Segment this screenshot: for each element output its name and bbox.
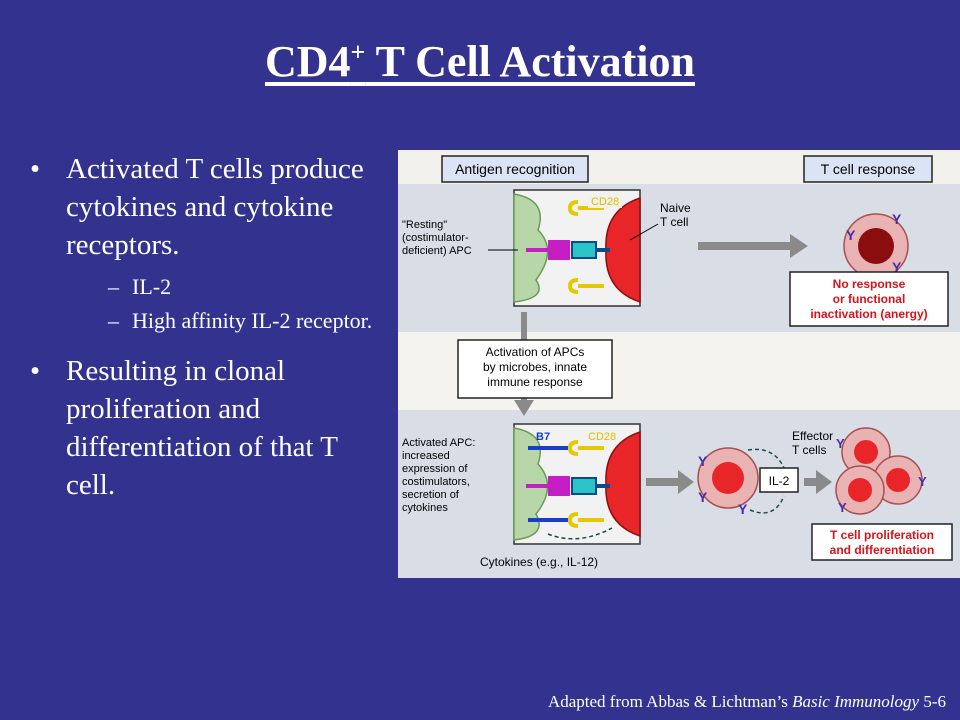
svg-text:Y: Y [738, 501, 748, 517]
svg-text:Y: Y [698, 453, 708, 469]
slide-title: CD4+ T Cell Activation [264, 37, 695, 86]
svg-text:Y: Y [892, 211, 902, 227]
bullet-item: •Resulting in clonal proliferation and d… [30, 355, 338, 501]
activated-apc-label: Activated APC: [402, 437, 475, 449]
svg-text:Y: Y [698, 489, 708, 505]
svg-text:Y: Y [838, 500, 847, 515]
svg-text:T cell proliferation: T cell proliferation [830, 528, 934, 542]
bullet-item: •Activated T cells produce cytokines and… [30, 153, 364, 261]
resting-apc-label: "Resting" [402, 219, 447, 231]
svg-text:T cells: T cells [792, 443, 826, 457]
source-credit: Adapted from Abbas & Lichtman’s Basic Im… [547, 692, 946, 711]
response-arrow [698, 234, 808, 258]
svg-text:increased: increased [402, 450, 450, 462]
svg-text:immune response: immune response [487, 375, 583, 389]
cytokine-path [547, 527, 613, 540]
tcr-complex [571, 241, 597, 259]
sub-bullet-item: –IL-2 [108, 274, 172, 299]
svg-text:Y: Y [892, 259, 902, 275]
sub-bullet-item: –High affinity IL-2 receptor. [108, 308, 373, 333]
effector-cells-label: Effector [792, 429, 833, 443]
svg-text:Y: Y [918, 474, 927, 489]
svg-text:and differentiation: and differentiation [830, 543, 935, 557]
cytokines-label: Cytokines (e.g., IL-12) [480, 555, 598, 569]
svg-text:secretion of: secretion of [402, 489, 460, 501]
header-right-label: T cell response [821, 161, 916, 177]
apc-activation-box [457, 339, 613, 399]
header-antigen-recognition [441, 155, 589, 183]
svg-text:Y: Y [836, 436, 845, 451]
svg-text:or functional: or functional [833, 292, 906, 306]
svg-text:costimulators,: costimulators, [402, 476, 470, 488]
il2-label: IL-2 [769, 474, 790, 488]
svg-text:Activation of APCs: Activation of APCs [486, 345, 585, 359]
proliferation-box [811, 523, 953, 561]
header-left-label: Antigen recognition [455, 161, 575, 177]
activation-diagram: Antigen recognition T cell response CD28… [398, 150, 960, 578]
cd28-label: CD28 [591, 196, 619, 208]
svg-text:T cell: T cell [660, 215, 688, 229]
svg-text:No response: No response [833, 277, 906, 291]
mhc-molecule [548, 240, 570, 260]
b7-label: B7 [536, 431, 550, 443]
no-response-box [789, 271, 949, 327]
header-t-cell-response [803, 155, 933, 183]
cd28-label: CD28 [588, 431, 616, 443]
cd28-receptor [567, 278, 604, 294]
svg-text:deficient) APC: deficient) APC [402, 245, 472, 257]
svg-text:Y: Y [846, 227, 856, 243]
il2-box [759, 467, 799, 493]
bullet-list: •Activated T cells produce cytokines and… [30, 150, 390, 504]
svg-text:expression of: expression of [402, 463, 468, 475]
svg-text:inactivation (anergy): inactivation (anergy) [810, 307, 927, 321]
svg-text:by microbes, innate: by microbes, innate [483, 360, 587, 374]
svg-text:(costimulator-: (costimulator- [402, 232, 469, 244]
naive-t-cell-label: Naive [660, 201, 691, 215]
svg-text:cytokines: cytokines [402, 502, 448, 514]
